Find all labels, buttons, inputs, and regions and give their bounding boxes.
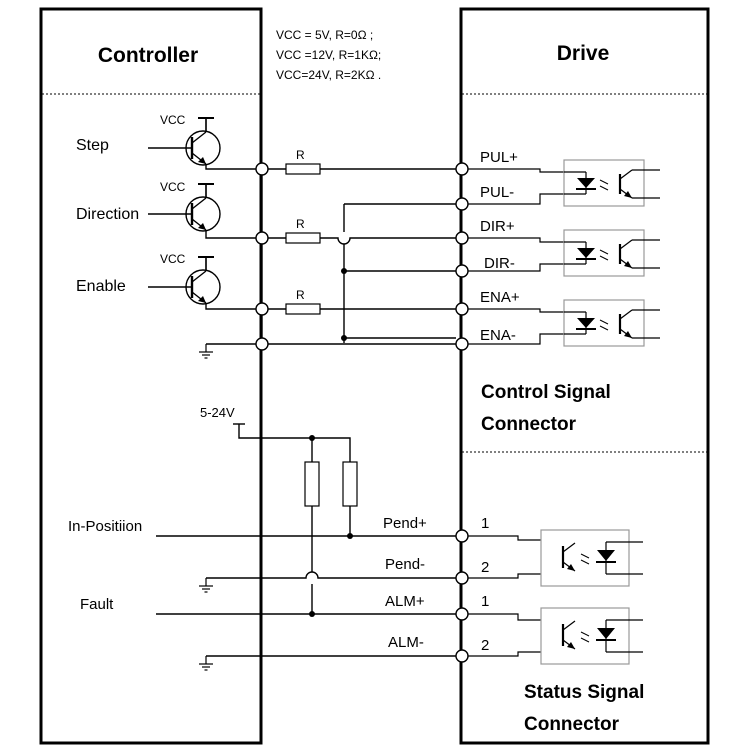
pin-alm-plus: ALM+ [385,593,425,610]
control-wiring: R R R [198,118,456,359]
pin-dir-plus: DIR+ [480,218,515,235]
drive-status-wiring [468,535,541,657]
drive-control-wiring [468,168,564,345]
pin-num-pend-minus: 2 [481,559,489,576]
vcc-label-step: VCC [160,113,186,127]
vcc-label-enable: VCC [160,252,186,266]
pin-pul-minus: PUL- [480,184,514,201]
status-wiring [156,506,456,671]
direction-transistor: VCC [146,180,222,233]
opto-alm [539,606,645,666]
enable-transistor: VCC [146,252,222,306]
controller-box [39,7,263,745]
pin-num-alm-plus: 1 [481,593,489,610]
resistor-label-direction: R [296,217,305,231]
resistor-label-step: R [296,148,305,162]
status-section-line-1: Status Signal [524,682,644,703]
resistor-label-enable: R [296,288,305,302]
supply-label: 5-24V [200,405,235,420]
pin-num-pend-plus: 1 [481,515,489,532]
fault-label: Fault [80,596,114,613]
controller-terminals [255,162,269,351]
note-line-3: VCC=24V, R=2KΩ . [276,68,381,82]
note-line-1: VCC = 5V, R=0Ω ; [276,28,373,42]
opto-pend [539,528,645,588]
pullup-resistor-1 [304,461,320,507]
direction-label: Direction [76,206,139,223]
vcc-label-direction: VCC [160,180,186,194]
pullup-resistor-2 [342,461,358,507]
pin-dir-minus: DIR- [484,255,515,272]
resistor-direction [285,232,321,244]
drive-status-terminals [455,529,469,663]
pin-pend-minus: Pend- [385,556,425,573]
pin-ena-minus: ENA- [480,327,516,344]
status-section-line-2: Connector [524,714,620,735]
resistor-enable [285,303,321,315]
pin-pend-plus: Pend+ [383,515,427,532]
in-position-label: In-Positiion [68,518,142,535]
step-transistor: VCC [146,113,222,167]
control-section-line-1: Control Signal [481,382,611,403]
drive-title: Drive [557,42,610,65]
enable-label: Enable [76,278,126,295]
control-section-line-2: Connector [481,414,577,435]
resistor-step [285,163,321,175]
pin-pul-plus: PUL+ [480,149,518,166]
pin-ena-plus: ENA+ [480,289,520,306]
pin-num-alm-minus: 2 [481,637,489,654]
step-label: Step [76,137,109,154]
pin-alm-minus: ALM- [388,634,424,651]
note-line-2: VCC =12V, R=1KΩ; [276,48,381,62]
controller-title: Controller [98,44,198,67]
